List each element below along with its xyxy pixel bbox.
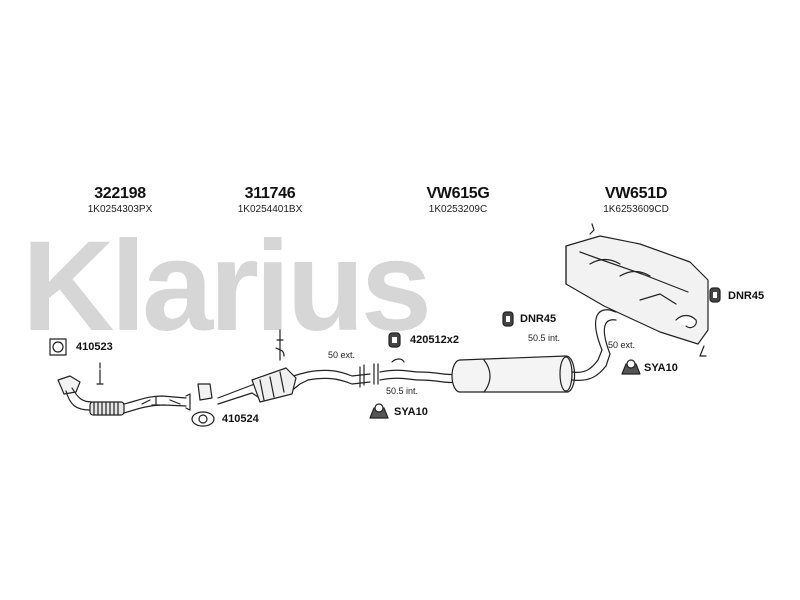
gasket-icon <box>191 411 215 427</box>
hanger-label[interactable]: DNR45 <box>520 313 557 325</box>
rear-silencer <box>565 223 709 357</box>
part-vw651d[interactable]: VW651D 1K6253609CD <box>576 185 696 216</box>
part-number: VW615G <box>426 185 490 202</box>
dimension-note: 50.5 int. <box>386 386 419 396</box>
watermark-text: Klarius <box>22 215 428 358</box>
part-code: 1K6253609CD <box>603 204 669 215</box>
part-vw615g[interactable]: VW615G 1K0253209C <box>398 185 518 216</box>
catalytic-converter <box>217 329 371 405</box>
dimension-note: 50.5 int. <box>528 333 561 343</box>
part-number: 311746 <box>244 185 296 202</box>
flange <box>197 383 213 401</box>
mount-label[interactable]: SYA10 <box>644 362 678 374</box>
hanger-icon <box>502 311 514 327</box>
gasket-label[interactable]: 410523 <box>76 341 113 353</box>
part-number: 322198 <box>94 185 146 202</box>
clamp-icon <box>388 332 401 348</box>
mount-icon <box>369 403 389 419</box>
middle-section <box>359 349 611 393</box>
gasket-label[interactable]: 410524 <box>222 413 259 425</box>
part-number: VW651D <box>604 185 668 202</box>
part-311746[interactable]: 311746 1K0254401BX <box>210 185 330 216</box>
mount-label[interactable]: SYA10 <box>394 406 428 418</box>
front-pipe <box>57 362 191 416</box>
part-322198[interactable]: 322198 1K0254303PX <box>60 185 180 216</box>
hanger-icon <box>709 287 721 303</box>
clamp-label[interactable]: 420512x2 <box>410 334 459 346</box>
mount-icon <box>621 359 641 375</box>
part-code: 1K0254303PX <box>87 204 153 215</box>
hanger-label[interactable]: DNR45 <box>728 290 765 302</box>
gasket-icon <box>49 338 67 356</box>
part-code: 1K0254401BX <box>237 204 303 215</box>
dimension-note: 50 ext. <box>328 350 356 360</box>
dimension-note: 50 ext. <box>608 340 636 350</box>
part-code: 1K0253209C <box>428 204 488 215</box>
